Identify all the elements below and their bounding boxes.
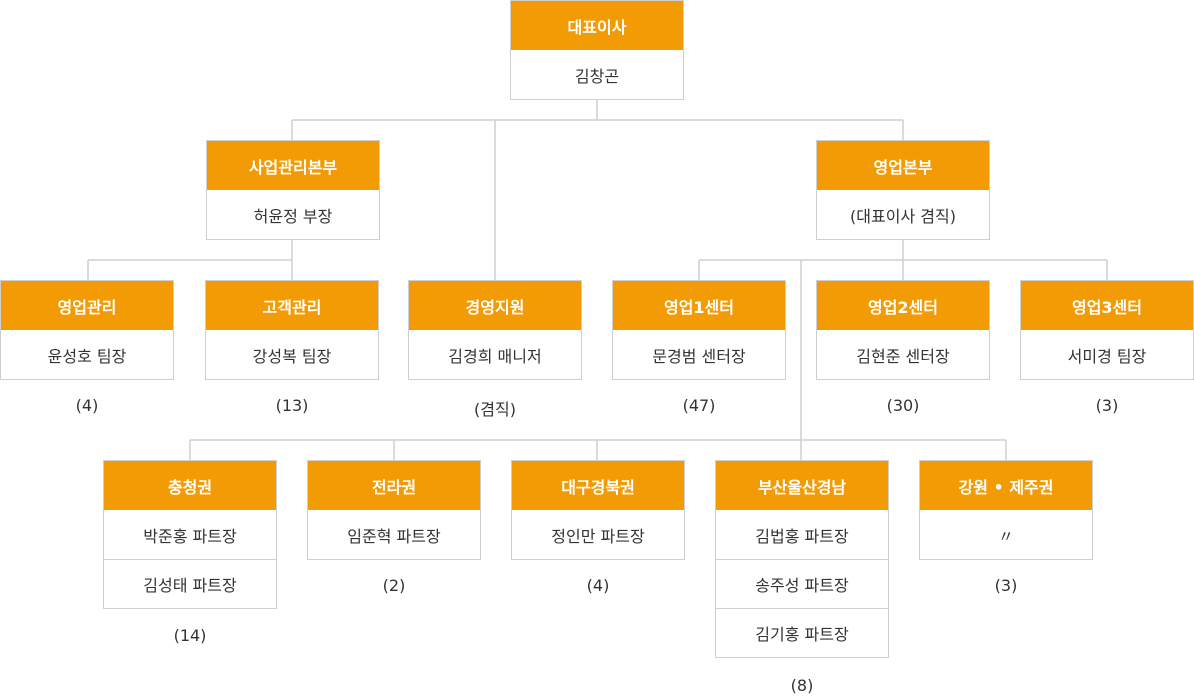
- org-node-title: 전라권: [308, 461, 480, 510]
- org-node-business-hq: 사업관리본부 허윤정 부장: [206, 140, 380, 240]
- org-node-person: 김현준 센터장: [856, 346, 950, 366]
- org-node-title: 경영지원: [409, 281, 581, 330]
- org-node-region: 대구경북권 정인만 파트장: [511, 460, 685, 560]
- headcount-label: (2): [382, 576, 406, 595]
- org-node-team: 영업2센터 김현준 센터장: [816, 280, 990, 380]
- org-node-person: 김기홍 파트장: [716, 608, 888, 657]
- org-node-person: 김경희 매니저: [448, 346, 542, 366]
- org-node-region: 강원 • 제주권 〃: [919, 460, 1093, 560]
- org-node-person: 송주성 파트장: [716, 559, 888, 608]
- org-node-title: 충청권: [104, 461, 276, 510]
- org-node-title: 영업1센터: [613, 281, 785, 330]
- org-node-title: 사업관리본부: [207, 141, 379, 190]
- headcount-label: (3): [1095, 396, 1119, 415]
- org-node-team: 영업1센터 문경범 센터장: [612, 280, 786, 380]
- org-node-title: 영업본부: [817, 141, 989, 190]
- org-node-person: 김성태 파트장: [104, 559, 276, 608]
- headcount-label: (14): [173, 626, 207, 645]
- headcount-label: (47): [682, 396, 716, 415]
- headcount-label: (13): [275, 396, 309, 415]
- org-node-title: 영업3센터: [1021, 281, 1193, 330]
- org-node-title: 영업2센터: [817, 281, 989, 330]
- org-node-title: 부산울산경남: [716, 461, 888, 510]
- org-node-title: 강원 • 제주권: [920, 461, 1092, 510]
- org-node-person: 김창곤: [574, 66, 620, 86]
- org-node-person: 강성복 팀장: [252, 346, 332, 366]
- headcount-label: (겸직): [474, 400, 516, 419]
- org-node-person: 〃: [997, 526, 1014, 546]
- org-node-person: 임준혁 파트장: [347, 526, 441, 546]
- org-node-person: 박준홍 파트장: [143, 526, 237, 546]
- org-node-title: 대표이사: [511, 1, 683, 50]
- org-node-team: 영업3센터 서미경 팀장: [1020, 280, 1194, 380]
- org-node-person: 윤성호 팀장: [47, 346, 127, 366]
- headcount-label: (3): [994, 576, 1018, 595]
- org-node-person: 정인만 파트장: [551, 526, 645, 546]
- org-node-title: 대구경북권: [512, 461, 684, 510]
- org-node-ceo: 대표이사 김창곤: [510, 0, 684, 100]
- headcount-label: (30): [886, 396, 920, 415]
- headcount-label: (4): [75, 396, 99, 415]
- org-node-title: 영업관리: [1, 281, 173, 330]
- org-node-person: 서미경 팀장: [1067, 346, 1147, 366]
- org-node-person: 문경범 센터장: [652, 346, 746, 366]
- org-node-team: 영업관리 윤성호 팀장: [0, 280, 174, 380]
- org-node-region: 충청권 박준홍 파트장 김성태 파트장: [103, 460, 277, 609]
- org-node-person: (대표이사 겸직): [850, 206, 956, 226]
- org-node-region: 전라권 임준혁 파트장: [307, 460, 481, 560]
- headcount-label: (4): [586, 576, 610, 595]
- org-node-person: 허윤정 부장: [253, 206, 333, 226]
- org-node-person: 김법홍 파트장: [755, 526, 849, 546]
- org-node-title: 고객관리: [206, 281, 378, 330]
- org-node-sales-hq: 영업본부 (대표이사 겸직): [816, 140, 990, 240]
- org-node-team: 고객관리 강성복 팀장: [205, 280, 379, 380]
- headcount-label: (8): [790, 676, 814, 695]
- org-node-region: 부산울산경남 김법홍 파트장 송주성 파트장 김기홍 파트장: [715, 460, 889, 658]
- org-node-team: 경영지원 김경희 매니저: [408, 280, 582, 380]
